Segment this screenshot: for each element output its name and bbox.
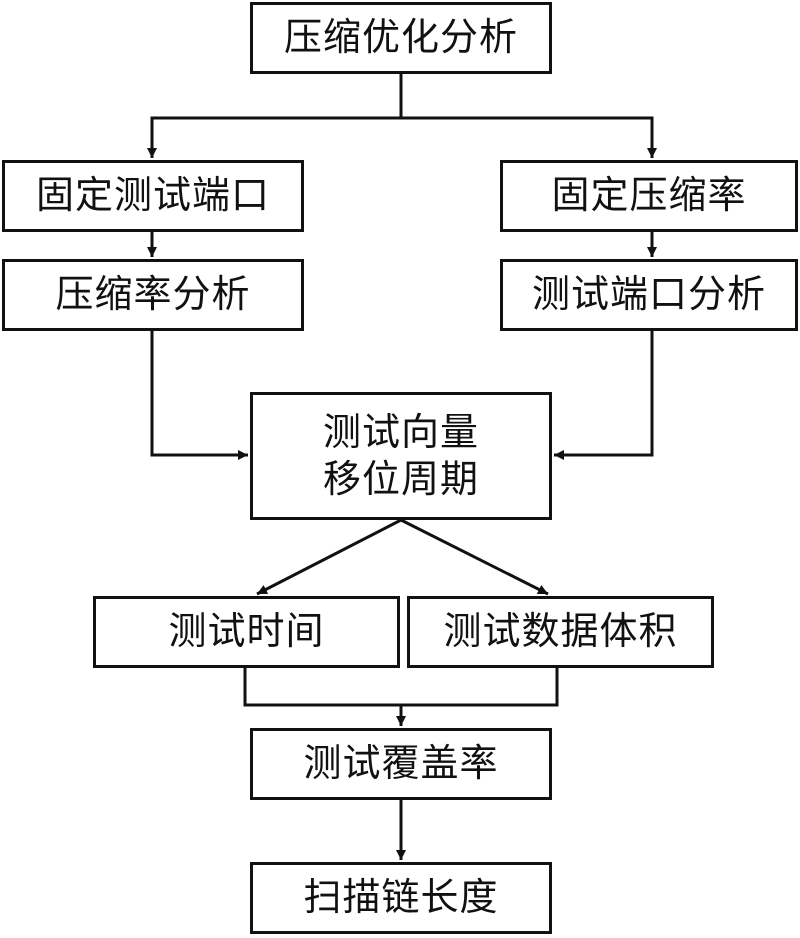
edge-shift-to-test-time <box>256 518 402 596</box>
node-label: 固定测试端口 <box>35 173 270 218</box>
node-test-data-volume: 测试数据体积 <box>407 596 714 668</box>
node-label-line-2: 移位周期 <box>322 457 479 501</box>
node-test-port-analysis: 测试端口分析 <box>500 259 798 331</box>
edge-shift-to-test-volume <box>400 518 549 596</box>
node-test-coverage: 测试覆盖率 <box>250 728 552 800</box>
node-label: 测试时间 <box>168 609 325 654</box>
edge-split-to-fixed-ratio <box>401 116 657 158</box>
edge-split-to-fixed-port <box>147 116 401 158</box>
node-label-line-1: 测试向量 <box>322 409 479 454</box>
node-label: 压缩率分析 <box>55 272 251 317</box>
node-test-time: 测试时间 <box>93 596 400 668</box>
edge-ratio-analysis-to-shift <box>150 331 248 460</box>
node-label: 压缩优化分析 <box>283 15 518 60</box>
node-label: 测试覆盖率 <box>303 741 499 786</box>
node-compression-ratio-analysis: 压缩率分析 <box>2 259 304 331</box>
edge-time-volume-merge <box>243 668 559 707</box>
node-scan-chain-length: 扫描链长度 <box>250 862 552 934</box>
node-fixed-compression-ratio: 固定压缩率 <box>500 160 798 232</box>
node-fixed-test-port: 固定测试端口 <box>2 160 304 232</box>
node-label: 扫描链长度 <box>303 875 499 920</box>
edge-port-analysis-to-shift <box>554 331 654 460</box>
node-test-vector-shift-cycles: 测试向量 移位周期 <box>250 392 552 520</box>
node-label: 固定压缩率 <box>551 173 747 218</box>
node-label: 测试端口分析 <box>531 272 766 317</box>
node-label: 测试数据体积 <box>443 609 678 654</box>
node-compression-optimization: 压缩优化分析 <box>250 2 552 74</box>
